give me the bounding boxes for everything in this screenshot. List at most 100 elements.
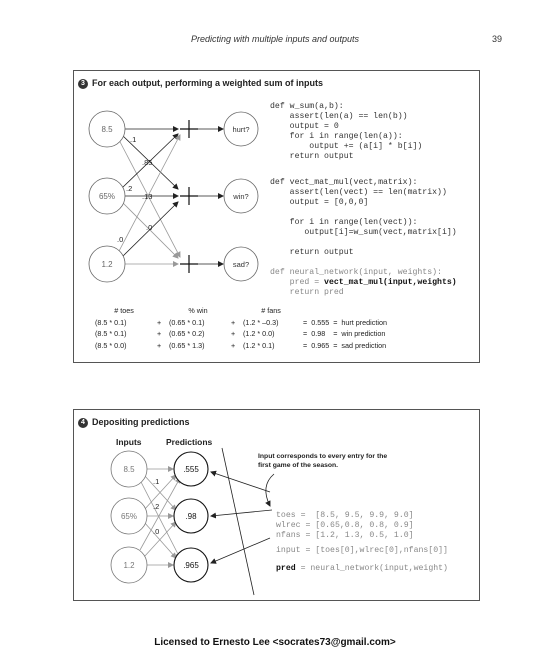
input-value-wlrec: 65% (99, 192, 115, 201)
code-data-arrays: toes = [8.5, 9.5, 9.9, 9.0] wlrec = [0.6… (276, 511, 414, 540)
edge-fans-win (121, 201, 179, 258)
prediction-node-sad (173, 547, 209, 583)
weight-label-wlrec: .2 (153, 502, 159, 511)
code-pred-line: pred = neural_network(input,weight) (276, 564, 448, 574)
code-pred-keyword: pred (276, 564, 296, 573)
calc-cell: = (333, 329, 338, 339)
calc-cell: = (303, 329, 308, 339)
calc-cell: (0.65 * 0.1) (169, 317, 205, 327)
arrow-to-pred-win (210, 509, 273, 519)
edge-fans-pred2 (143, 521, 177, 558)
code-vect-mat-mul: def vect_mat_mul(vect,matrix): assert(le… (270, 178, 457, 257)
input-value-toes: 8.5 (123, 465, 135, 474)
calc-row: (8.5 * 0.0)+(0.65 * 1.3)+(1.2 * 0.1)=0.9… (95, 340, 391, 352)
edge-toes-pred3 (139, 479, 181, 559)
calc-cell: + (157, 329, 162, 339)
sum-node-sad (180, 255, 198, 273)
input-node-wlrec (88, 177, 126, 215)
calc-cell: = (303, 340, 308, 350)
calc-cell: = (303, 317, 308, 327)
inputs-column-label: Inputs (116, 437, 142, 447)
edge-wlrec-hurt (121, 133, 179, 189)
prediction-value-sad: .965 (183, 561, 199, 570)
input-node-fans (88, 245, 126, 283)
calc-cell: (0.65 * 0.2) (169, 329, 205, 339)
calc-cell: + (231, 317, 236, 327)
panel-title-text: Depositing predictions (92, 417, 190, 427)
input-node-toes (88, 110, 126, 148)
output-label-hurt: hurt? (232, 125, 249, 134)
calc-cell: sad prediction (341, 340, 387, 350)
edge-wlrec-pred1 (143, 474, 177, 511)
weight-label-wlrec: .2 (126, 184, 132, 193)
input-value-wlrec: 65% (121, 512, 137, 521)
code-nn-pred-prefix: pred = (270, 278, 325, 287)
edge-toes-win (121, 134, 179, 190)
calc-header-fans: # fans (261, 306, 281, 316)
prediction-value-win: .98 (185, 512, 197, 521)
panel-title-depositing: 4 Depositing predictions (78, 417, 190, 428)
calc-cell: (8.5 * 0.1) (95, 329, 127, 339)
calc-cell: (1.2 * –0.3) (243, 317, 279, 327)
calc-cell: 0.98 (311, 329, 326, 339)
arrow-to-pred-hurt (210, 470, 271, 493)
calc-cell: (0.65 * 1.3) (169, 340, 205, 350)
weight-label-toes-win: .85 (142, 158, 152, 167)
input-node-wlrec (110, 497, 148, 535)
running-header-title: Predicting with multiple inputs and outp… (190, 34, 360, 44)
license-footer: Licensed to Ernesto Lee <socrates73@gmai… (154, 637, 396, 648)
prediction-node-win (173, 498, 209, 534)
calc-row: (8.5 * 0.1) + (0.65 * 0.1) + (1.2 * –0.3) =0.… (95, 317, 391, 329)
code-neural-network: def neural_network(input, weights): pred… (270, 268, 457, 298)
sum-node-win (180, 187, 198, 205)
output-node-hurt (223, 111, 259, 147)
code-input-line: input = [toes[0],wlrec[0],nfans[0]] (276, 546, 448, 555)
code-nn-return: return pred (270, 288, 344, 297)
weight-label-wlrec-win: .13 (142, 192, 152, 201)
input-value-toes: 8.5 (101, 125, 113, 134)
weight-label-fans-win: .0 (146, 223, 152, 232)
edge-fans-hurt (117, 134, 181, 254)
calc-cell: = (333, 317, 338, 327)
note-pointer-arrow (265, 473, 275, 507)
output-node-win (223, 178, 259, 214)
calc-cell: win prediction (341, 329, 386, 339)
prediction-node-hurt (173, 451, 209, 487)
input-value-fans: 1.2 (123, 561, 135, 570)
weight-label-fans: .0 (117, 235, 123, 244)
code-nn-pred-call: vect_mat_mul(input,weights) (324, 278, 457, 287)
input-node-fans (110, 546, 148, 584)
weight-label-toes: .1 (153, 477, 159, 486)
prediction-value-hurt: .555 (183, 465, 199, 474)
calc-header-win: % win (188, 306, 208, 316)
calc-cell: + (231, 340, 236, 350)
calc-header-toes: # toes (114, 306, 134, 316)
calc-cell: = (333, 340, 338, 350)
code-pred-call: = neural_network(input,weight) (295, 564, 448, 573)
calc-cell: + (157, 317, 162, 327)
code-w-sum: def w_sum(a,b): assert(len(a) == len(b))… (270, 102, 423, 161)
output-label-sad: sad? (233, 260, 249, 269)
output-label-win: win? (232, 192, 248, 201)
network-diagram-weighted-sum: 8.5 65% 1.2 hurt? win? sad? .1 .2 .0 .85… (88, 110, 259, 283)
step-badge-4: 4 (78, 418, 88, 428)
calc-cell: + (157, 340, 162, 350)
weight-label-toes: .1 (130, 135, 136, 144)
calc-row: (8.5 * 0.1)+(0.65 * 0.2)+(1.2 * 0.0)=0.9… (95, 328, 391, 340)
step-badge-3: 3 (78, 79, 88, 89)
input-node-toes (110, 450, 148, 488)
annotation-note: Input corresponds to every entry for the… (258, 453, 388, 469)
calc-cell: 0.555 (311, 317, 330, 327)
edge-fans-pred1 (139, 477, 181, 551)
page-number: 39 (491, 34, 502, 44)
calc-cell: hurt prediction (341, 317, 387, 327)
network-diagram-predictions: 8.5 65% 1.2 .555 .98 .965 .1 .2 .0 (110, 447, 275, 596)
calc-cell: (1.2 * 0.0) (243, 329, 275, 339)
arrow-to-pred-sad (210, 537, 271, 564)
sum-node-hurt (180, 120, 198, 138)
calc-cell: (8.5 * 0.1) (95, 317, 127, 327)
output-node-sad (223, 246, 259, 282)
